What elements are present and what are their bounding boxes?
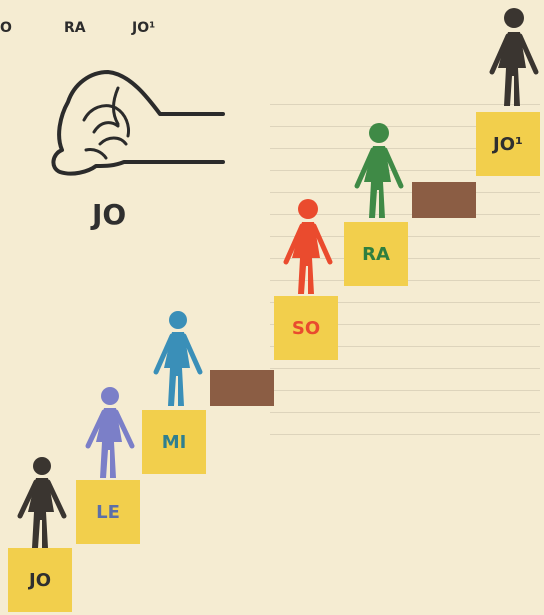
step-jo-high-label: JO¹ [493, 134, 523, 155]
step-ra-label: RA [362, 244, 390, 265]
step-so-label: SO [292, 318, 320, 339]
figure-jo-high [486, 6, 542, 110]
step-le-label: LE [96, 502, 120, 523]
step-jo: JO [8, 548, 72, 612]
step-jo-label: JO [29, 570, 51, 591]
hand-sign-caption: JO [92, 198, 126, 231]
top-label-o: O [0, 20, 12, 36]
figure-so [280, 198, 336, 298]
step-mi-label: MI [162, 432, 187, 453]
step-gap-low [210, 370, 274, 406]
step-mi: MI [142, 410, 206, 474]
figure-ra [352, 122, 406, 222]
top-label-ra: RA [64, 20, 86, 36]
step-ra: RA [344, 222, 408, 286]
figure-jo [16, 456, 68, 552]
figure-mi [152, 310, 204, 410]
hand-sign-jo-icon [38, 62, 230, 190]
step-le: LE [76, 480, 140, 544]
figure-le [84, 386, 136, 482]
step-jo-high: JO¹ [476, 112, 540, 176]
top-label-jo-high: JO¹ [132, 20, 155, 36]
step-gap-high [412, 182, 476, 218]
step-so: SO [274, 296, 338, 360]
